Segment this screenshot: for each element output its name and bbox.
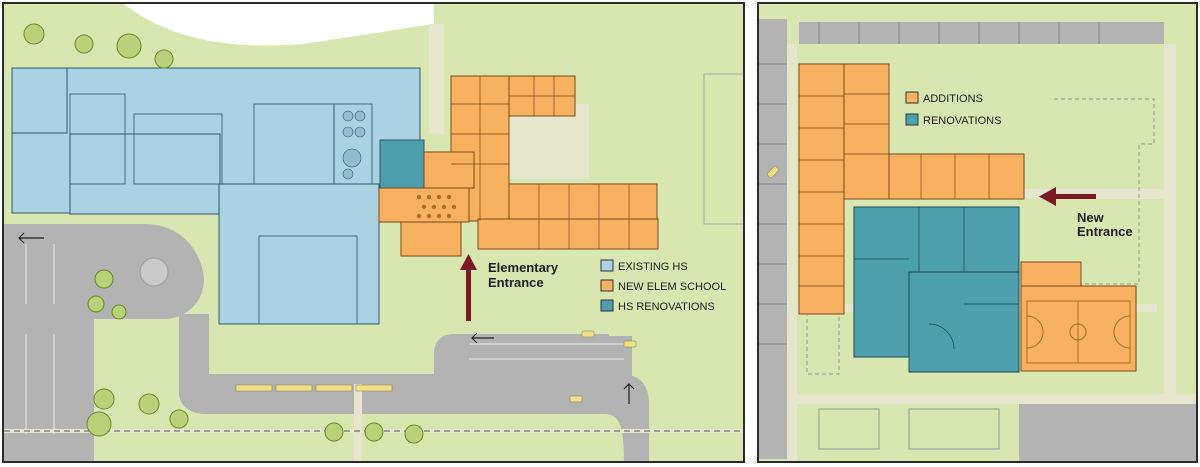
- existing-hs-interior: [69, 93, 373, 325]
- cafeteria-tables: [416, 194, 457, 219]
- legend: EXISTING HS NEW ELEM SCHOOL HS RENOVATIO…: [600, 259, 726, 313]
- legend-swatch-additions: [905, 91, 919, 104]
- new-entrance-arrow: [1039, 187, 1096, 206]
- renovations: [853, 206, 1020, 373]
- trees: [23, 23, 424, 444]
- legend-label-additions: ADDITIONS: [923, 93, 983, 105]
- legend-label-existing: EXISTING HS: [618, 261, 688, 273]
- road-network: [759, 19, 1196, 461]
- legend: ADDITIONS RENOVATIONS: [905, 91, 1001, 127]
- new-elem-classrooms: [451, 76, 630, 249]
- field-outlines: [806, 98, 1155, 450]
- legend-swatch-existing: [600, 259, 614, 272]
- parking-stripes: [25, 244, 624, 434]
- legend-swatch-renovations: [600, 299, 614, 312]
- roundabout-island: [139, 257, 169, 287]
- legend-label-renovations: HS RENOVATIONS: [618, 301, 715, 313]
- existing-high-school: [11, 67, 421, 325]
- elementary-entrance-arrow: [460, 254, 477, 321]
- parked-cars: [569, 330, 637, 403]
- gymnasium-court: [1026, 300, 1131, 364]
- entrance-label-line1: Elementary: [488, 260, 559, 275]
- open-lawn: [124, 4, 434, 46]
- entrance-label-line2: Entrance: [1077, 224, 1133, 239]
- parked-cars: [766, 165, 780, 179]
- entrance-label-line1: New: [1077, 210, 1105, 225]
- legend-label-renovations: RENOVATIONS: [923, 115, 1001, 127]
- legend-swatch-new-elem: [600, 279, 614, 292]
- legend-label-new-elem: NEW ELEM SCHOOL: [618, 281, 726, 293]
- entrance-label-line2: Entrance: [488, 275, 544, 290]
- site-plan-elementary: Elementary Entrance EXISTING HS NEW ELEM…: [2, 2, 745, 463]
- legend-swatch-renovations: [905, 113, 919, 126]
- natatorium-seating: [342, 110, 366, 180]
- addition-classrooms: [799, 93, 990, 287]
- parking-stripes: [759, 22, 1100, 345]
- traffic-arrows: [18, 232, 635, 404]
- site-plan-left-svg: Elementary Entrance EXISTING HS NEW ELEM…: [4, 4, 743, 461]
- site-plan-right-svg: New Entrance ADDITIONS RENOVATIONS: [759, 4, 1196, 461]
- hs-renovation-area: [379, 139, 425, 189]
- bus-loading-zones: [235, 384, 393, 392]
- renovation-interior: [854, 207, 1019, 350]
- site-plan-high-school: New Entrance ADDITIONS RENOVATIONS: [757, 2, 1198, 463]
- athletic-field: [703, 73, 743, 225]
